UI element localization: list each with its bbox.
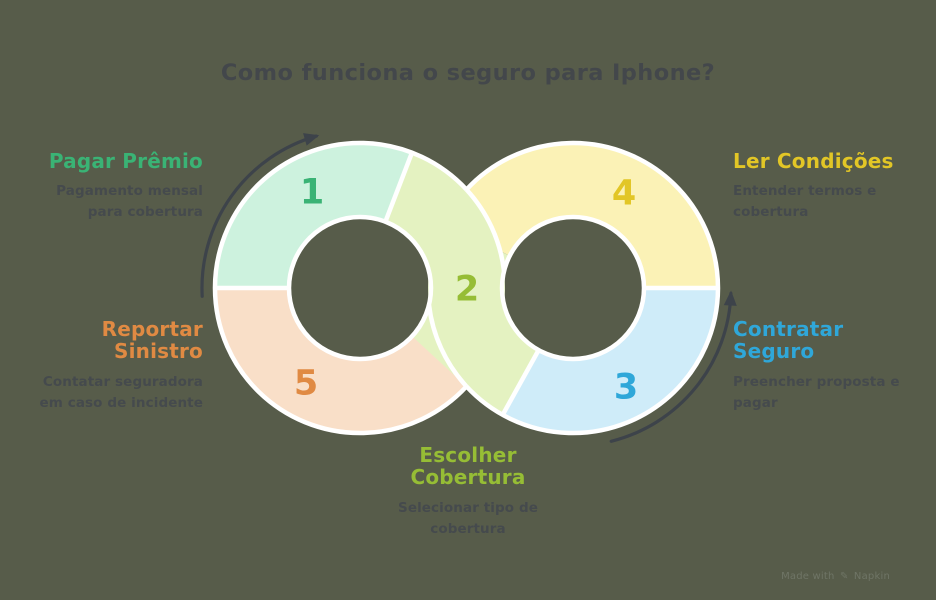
step-number-4: 4 — [611, 173, 637, 214]
segment-divider — [212, 140, 469, 436]
step-2-label-block: Escolher Cobertura Selecionar tipo de co… — [348, 444, 588, 540]
flow-arrow-top-left — [200, 134, 318, 298]
step-2-title: Escolher Cobertura — [410, 443, 526, 490]
step-number-5: 5 — [293, 363, 319, 404]
segment-1-pagar-premio — [215, 142, 412, 288]
flow-arrow-bottom-right — [609, 291, 733, 443]
step-4-title: Ler Condições — [733, 149, 894, 173]
step-number-3: 3 — [613, 367, 639, 408]
segment-divider — [464, 140, 721, 436]
left-hole-outline — [286, 214, 434, 362]
step-5-title: Reportar Sinistro — [101, 317, 203, 364]
segment-divider — [464, 187, 507, 272]
step-1-label-block: Pagar Prêmio Pagamento mensal para cober… — [0, 150, 203, 223]
pen-icon: ✎ — [839, 571, 849, 582]
page-title: Como funciona o seguro para Iphone? — [220, 60, 716, 86]
credit-prefix: Made with — [781, 571, 835, 582]
step-5-label-block: Reportar Sinistro Contatar seguradora em… — [13, 318, 203, 414]
step-3-title: Contratar Seguro — [733, 317, 844, 364]
credit-brand: Napkin — [853, 571, 890, 582]
flow-arrowhead-top-left — [303, 133, 320, 146]
step-1-description: Pagamento mensal para cobertura — [56, 183, 203, 221]
segment-2-left-half — [385, 152, 506, 387]
flow-arrowhead-bottom-right — [723, 290, 737, 306]
step-4-description: Entender termos e cobertura — [733, 183, 877, 221]
step-2-description: Selecionar tipo de cobertura — [398, 499, 538, 537]
napkin-credit: Made with ✎ Napkin — [781, 571, 890, 582]
segment-5-reportar-sinistro — [214, 288, 479, 434]
segment-divider — [383, 151, 415, 223]
step-number-1: 1 — [299, 172, 325, 213]
segment-divider — [426, 304, 468, 388]
step-1-title: Pagar Prêmio — [48, 149, 203, 173]
step-4-label-block: Ler Condições Entender termos e cobertur… — [733, 150, 908, 223]
segment-3-contratar-seguro — [502, 288, 718, 433]
step-number-2: 2 — [454, 269, 480, 310]
step-3-label-block: Contratar Seguro Preencher proposta e pa… — [733, 318, 918, 414]
step-5-description: Contatar seguradora em caso de incidente — [39, 373, 203, 411]
right-hole-outline — [499, 214, 647, 362]
segment-divider — [500, 349, 541, 416]
step-3-description: Preencher proposta e pagar — [733, 373, 900, 411]
